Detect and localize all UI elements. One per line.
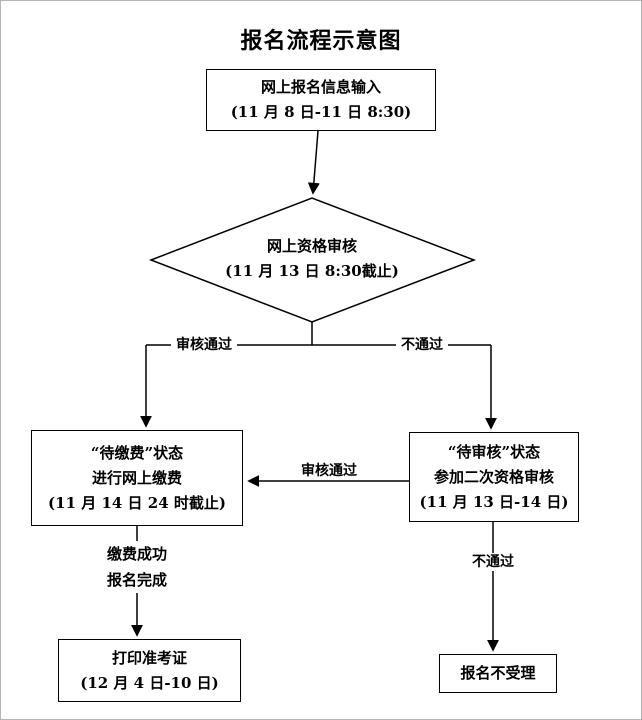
node-qualification-review: 网上资格审核 (11 月 13 日 8:30截止) [187,234,437,284]
edge-label-fail-right: 不通过 [396,336,448,354]
node-pending-payment: “待缴费”状态 进行网上缴费 (11 月 14 日 24 时截止) [31,430,243,526]
node-qualification-review-line2: (11 月 13 日 8:30截止) [225,262,399,280]
node-rejected: 报名不受理 [439,654,557,693]
node-rejected-line1: 报名不受理 [460,664,536,682]
node-second-review-line1: “待审核”状态 [447,442,541,461]
node-second-review: “待审核”状态 参加二次资格审核 (11 月 13 日-14 日) [409,432,579,522]
node-pending-payment-line2: 进行网上缴费 [91,468,182,487]
edge-label-fail-bottom: 不通过 [467,553,519,571]
edge-label-payment-done: 缴费成功 报名完成 [101,541,173,593]
edge-label-pass-left: 审核通过 [171,336,237,354]
decision-diamond [148,197,477,323]
edge-label-payment-done-line2: 报名完成 [106,571,168,589]
edge-label-pass-mid: 审核通过 [296,462,362,480]
node-online-input: 网上报名信息输入 (11 月 8 日-11 日 8:30) [206,69,436,131]
node-qualification-review-line1: 网上资格审核 [266,237,357,255]
node-print-ticket: 打印准考证 (12 月 4 日-10 日) [58,639,241,702]
node-online-input-line1: 网上报名信息输入 [260,78,381,96]
node-pending-payment-line3: (11 月 14 日 24 时截止) [48,493,226,512]
edge-label-payment-done-line1: 缴费成功 [106,545,168,563]
edge-input-to-review [307,130,320,195]
node-second-review-line3: (11 月 13 日-14 日) [419,492,569,511]
node-second-review-line2: 参加二次资格审核 [433,467,554,486]
node-online-input-line2: (11 月 8 日-11 日 8:30) [230,103,412,121]
node-print-ticket-line2: (12 月 4 日-10 日) [80,673,219,692]
page-title: 报名流程示意图 [240,28,402,54]
node-pending-payment-line1: “待缴费”状态 [90,443,184,462]
node-print-ticket-line1: 打印准考证 [111,648,187,667]
